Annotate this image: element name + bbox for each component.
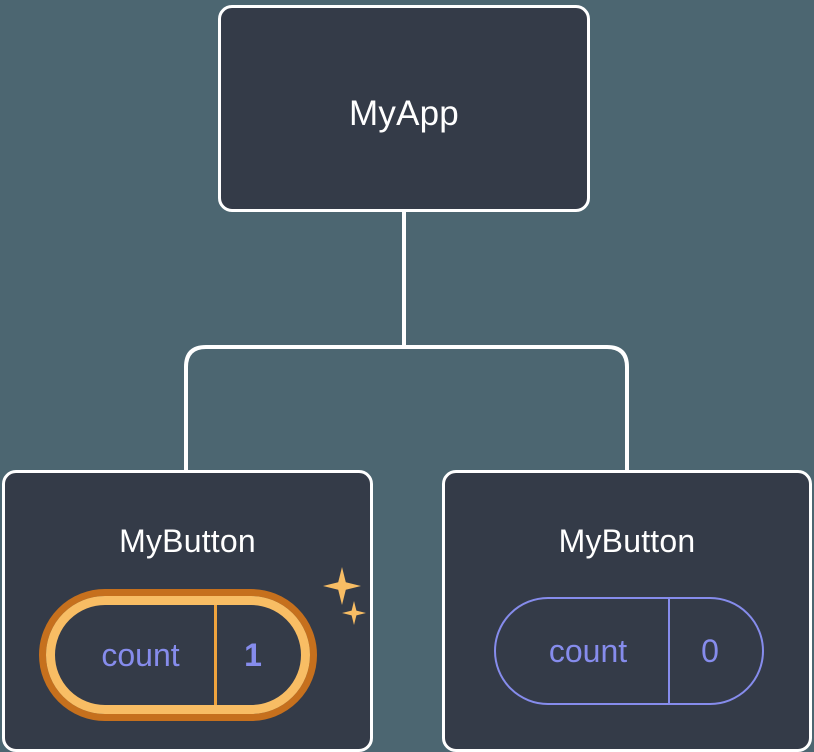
node-mybutton-left[interactable]: MyButton count 1 [2,470,373,752]
state-pill-left[interactable]: count 1 [46,596,310,714]
state-pill-right[interactable]: count 0 [494,597,764,705]
sparkle-large-icon [323,567,361,605]
diagram-canvas: MyApp MyButton count 1 MyButton count 0 [2,5,812,752]
state-key-left: count [55,605,217,705]
node-mybutton-right[interactable]: MyButton count 0 [442,470,812,752]
state-pill-right-wrapper: count 0 [489,591,769,711]
edge-root-to-left-child [184,345,404,470]
edge-root-to-right-child [404,345,629,470]
state-value-right: 0 [701,633,719,669]
node-myapp[interactable]: MyApp [218,5,590,212]
sparkle-small-icon [342,601,366,625]
state-pill-left-wrapper: count 1 [33,585,323,725]
node-mybutton-right-label: MyButton [558,523,696,559]
node-myapp-label: MyApp [349,94,459,133]
node-mybutton-left-label: MyButton [119,523,256,559]
state-pill-left-glow: count 1 [39,589,317,721]
state-value-left: 1 [244,637,262,673]
state-key-right: count [496,599,670,703]
